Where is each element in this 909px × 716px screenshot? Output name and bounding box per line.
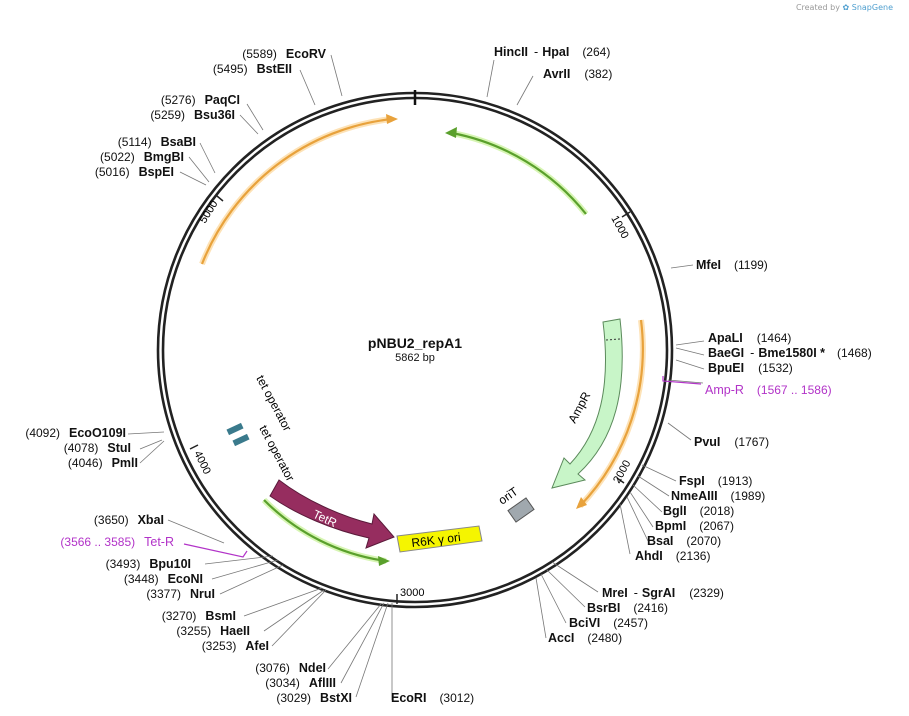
orf-bottom-arrowhead [378,556,390,566]
enzyme-label-stui: (4078)StuI [64,441,131,455]
feature-tet-operator-2 [232,433,250,447]
credit-prefix: Created by [795,3,840,12]
enzyme-label-haeii: (3255)HaeII [176,624,250,638]
enzyme-label-pmli: (4046)PmlI [68,456,138,470]
feature-tetr-arrow [269,479,395,549]
tick-2000-mark [616,477,625,484]
enzyme-label-afliii: (3034)AflIII [265,676,336,690]
orf-right-arrowhead [576,497,587,509]
feature-tet-operator-1 [226,422,244,436]
feature-r6k-ori-label: R6K γ ori [411,530,462,550]
feature-tet-operator-1-label: tet operator [253,373,294,434]
orf-arcs [199,114,646,566]
enzyme-label-acci: AccI(2480) [548,631,622,645]
enzyme-label-econi: (3448)EcoNI [124,572,203,586]
enzyme-label-bsteii: (5495)BstEII [213,62,292,76]
tick-1000: 1000 [608,214,630,241]
tick-3000: 3000 [400,587,424,599]
enzyme-label-avrii: AvrII(382) [543,67,612,81]
enzyme-label-bpuei: BpuEI(1532) [708,361,793,375]
enzyme-label-paqci: (5276)PaqCI [161,93,240,107]
enzyme-label-fspi: FspI(1913) [679,474,752,488]
orf-top-left [199,116,393,266]
enzyme-label-bsmi: (3270)BsmI [162,609,236,623]
orf-top-left-arrowhead [386,114,398,124]
enzyme-label-baegi-bme1580i: BaeGI-Bme1580I *(1468) [708,346,872,360]
tick-4000-mark [189,444,199,450]
enzyme-label-bsrbi: BsrBI(2416) [587,601,668,615]
feature-r6k-ori [396,525,483,553]
enzyme-label-bpmi: BpmI(2067) [655,519,734,533]
orf-top-right [451,130,589,216]
enzyme-label-ecori: EcoRI(3012) [391,691,474,705]
enzyme-label-nmeaiii: NmeAIII(1989) [671,489,765,503]
credit-brand: SnapGene [851,3,893,12]
tick-5000: 5000 [197,198,220,225]
primer-markers [183,376,702,558]
plasmid-name: pNBU2_repA1 [368,335,462,351]
enzyme-label-afei: (3253)AfeI [202,639,269,653]
enzyme-label-pvui: PvuI(1767) [694,435,769,449]
enzyme-label-mrei-sgrai: MreI-SgrAI(2329) [602,586,724,600]
feature-tet-operator-2-label: tet operator [256,423,297,484]
enzyme-label-hincii-hpai: HincII-HpaI(264) [494,45,610,59]
enzyme-label-ecoo109i: (4092)EcoO109I [25,426,126,440]
orf-top-right-arrowhead [445,127,457,138]
enzyme-label-bspei: (5016)BspEI [95,165,174,179]
feature-ampr-label: AmpR [565,389,593,425]
primer-label-amp-r: Amp-R(1567 .. 1586) [705,383,832,397]
enzyme-label-bsu36i: (5259)Bsu36I [150,108,235,122]
enzyme-label-ndei: (3076)NdeI [255,661,326,675]
enzyme-label-bgli: BglI(2018) [663,504,734,518]
primer-tet-r-arrow [183,543,248,558]
enzyme-label-bsabi: (5114)BsaBI [118,135,196,149]
enzyme-labels: HincII-HpaI(264) AvrII(382) MfeI(1199) A… [25,45,871,705]
enzyme-label-bstxi: (3029)BstXI [276,691,352,705]
enzyme-leaders [127,54,705,700]
plasmid-size: 5862 bp [395,352,435,364]
enzyme-label-ahdi: AhdI(2136) [635,549,710,563]
enzyme-label-ecorv: (5589)EcoRV [242,47,326,61]
enzyme-label-mfei: MfeI(1199) [696,258,768,272]
snapgene-credit: Created by ✿ SnapGene [796,3,893,12]
enzyme-label-apali: ApaLI(1464) [708,331,791,345]
primer-label-tet-r: (3566 .. 3585)Tet-R [60,535,174,549]
primer-amp-r-arrow [662,376,702,385]
enzyme-label-bcivi: BciVI(2457) [569,616,648,630]
enzyme-label-nrui: (3377)NruI [146,587,215,601]
enzyme-label-bsai: BsaI(2070) [647,534,721,548]
feature-ampr-arrow [551,318,623,489]
snapgene-logo-icon: ✿ [842,3,850,12]
tick-5000-mark [216,195,224,202]
feature-orit [507,497,535,523]
tick-1000-mark [621,211,631,218]
enzyme-label-xbai: (3650)XbaI [94,513,164,527]
enzyme-label-bpu10i: (3493)Bpu10I [106,557,191,571]
enzyme-label-bmgbi: (5022)BmgBI [100,150,184,164]
